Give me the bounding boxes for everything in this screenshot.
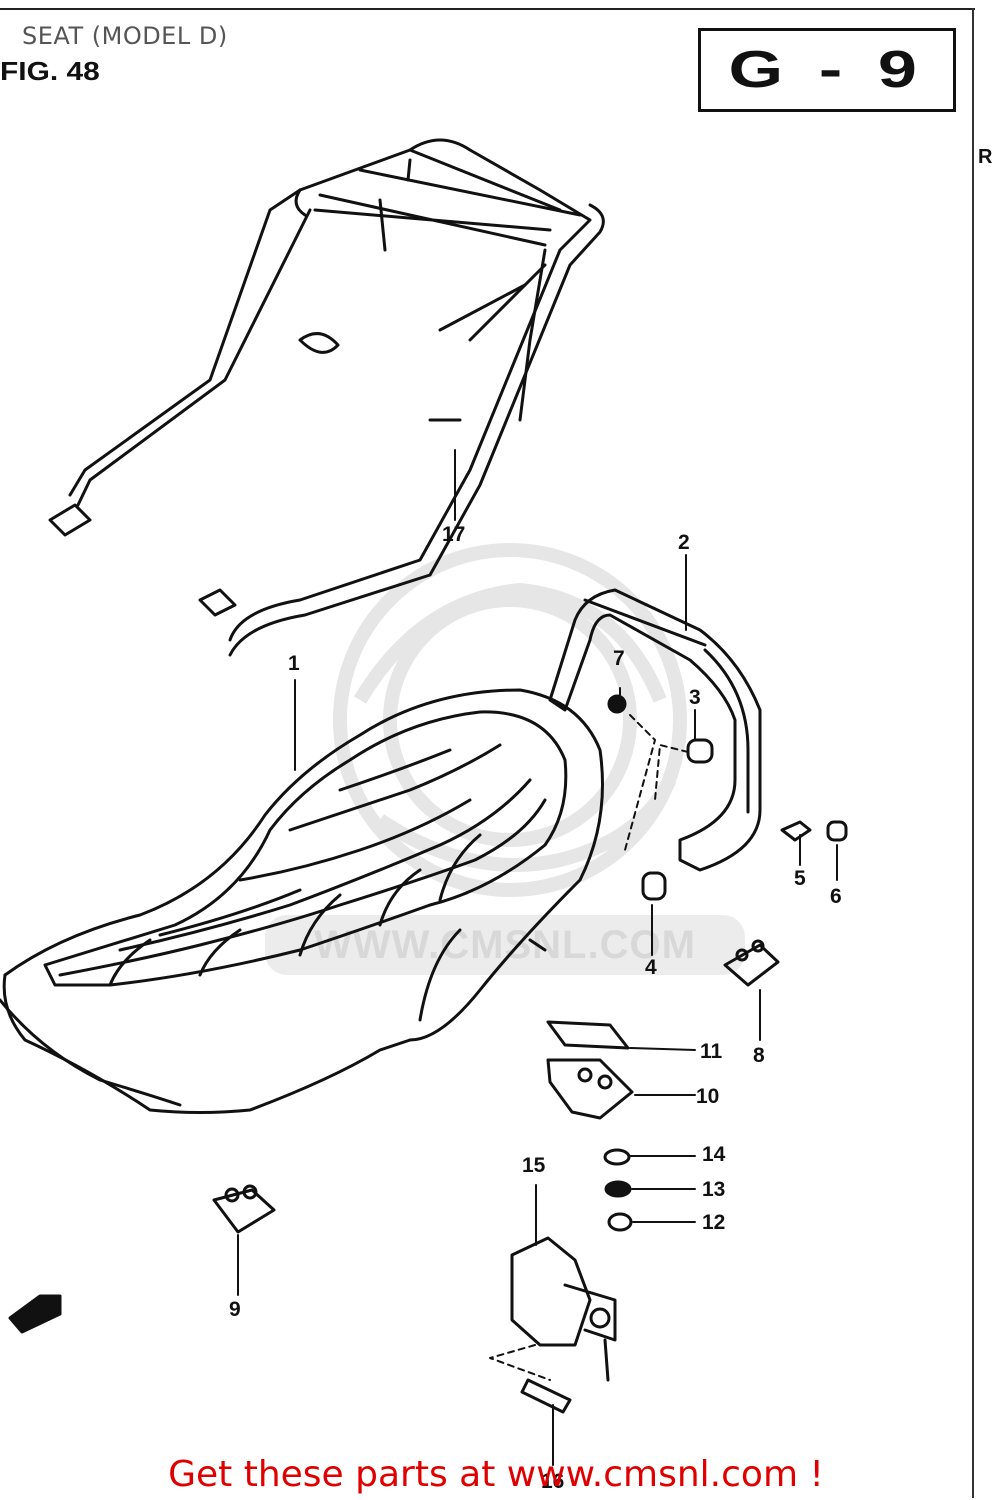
callout-1: 1 [288, 652, 300, 675]
callout-16: 16 [541, 1470, 565, 1493]
grab-rail-part [548, 588, 762, 872]
luggage-carrier-part [48, 138, 605, 657]
callout-7: 7 [613, 647, 625, 670]
callout-4: 4 [645, 956, 657, 979]
callout-12: 12 [702, 1211, 726, 1234]
page-title: SEAT (MODEL D) [22, 22, 228, 50]
callout-10: 10 [696, 1085, 720, 1108]
callout-17: 17 [442, 523, 466, 546]
right-border-line [972, 8, 974, 1498]
callout-9: 9 [229, 1298, 241, 1321]
section-code-box: G - 9 [698, 28, 956, 112]
callout-5: 5 [794, 867, 806, 890]
callout-2: 2 [678, 531, 690, 554]
callout-3: 3 [689, 686, 701, 709]
callout-15: 15 [522, 1154, 546, 1177]
small-parts [212, 687, 848, 1466]
callout-6: 6 [830, 885, 842, 908]
footer-parts-link[interactable]: Get these parts at www.cmsnl.com ! [168, 1454, 824, 1495]
seat-part [0, 688, 604, 1114]
callout-11: 11 [700, 1040, 723, 1063]
callout-13: 13 [702, 1178, 726, 1201]
callout-8: 8 [753, 1044, 765, 1067]
arrow-left-icon [8, 1294, 62, 1334]
callout-14: 14 [702, 1143, 726, 1166]
section-code: G - 9 [728, 41, 926, 99]
top-border-line [0, 8, 975, 10]
figure-label: FIG. 48 [0, 56, 100, 86]
watermark-text: WWW.CMSNL.COM [265, 915, 745, 975]
side-mark: R [978, 146, 992, 168]
